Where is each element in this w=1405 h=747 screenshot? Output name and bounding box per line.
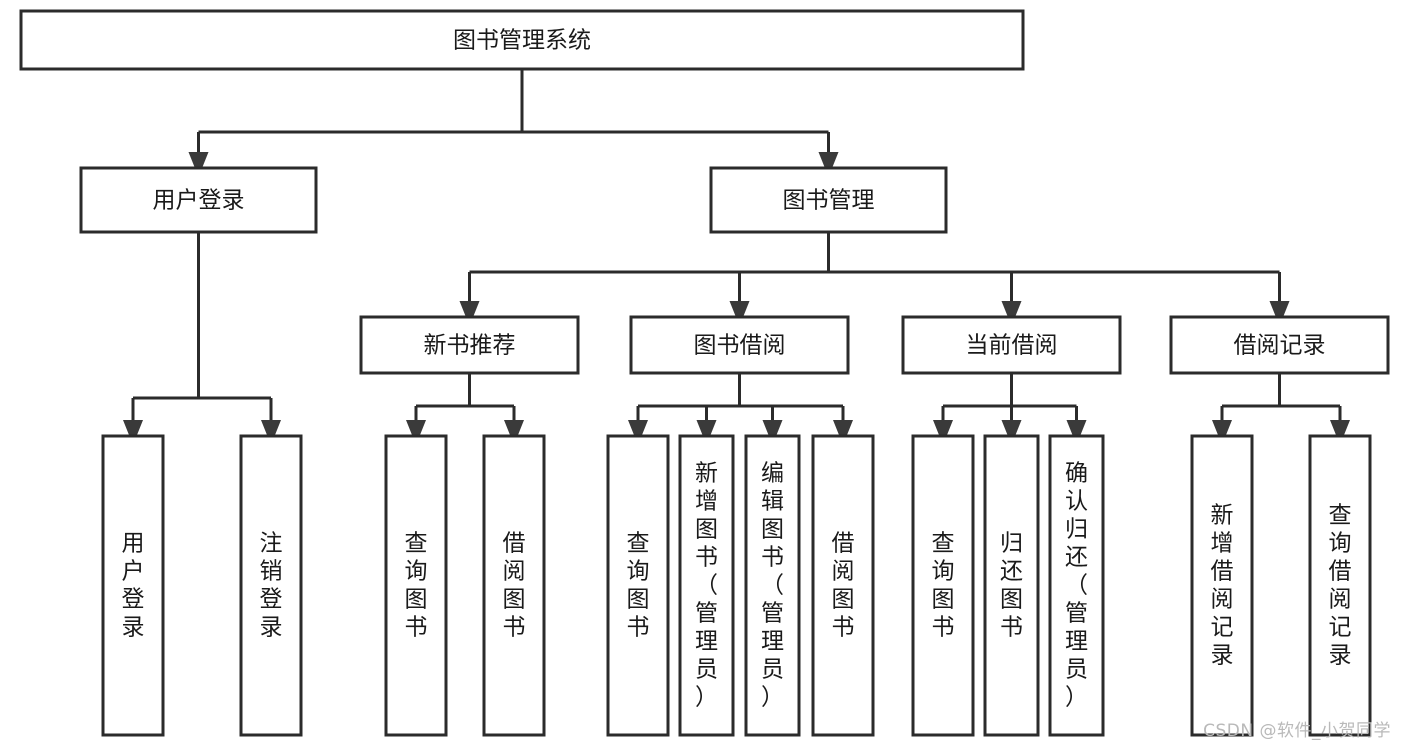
node-box — [359, 315, 580, 375]
node-label: 新书推荐 — [424, 333, 516, 359]
node-box — [901, 315, 1122, 375]
node-leaf-borrow-book-rec[interactable]: 借阅图书 — [482, 434, 546, 737]
node-leaf-query-record[interactable]: 查询借阅记录 — [1308, 434, 1372, 737]
node-label: 借阅图书 — [503, 531, 526, 641]
node-box — [678, 434, 735, 737]
node-leaf-return-book[interactable]: 归还图书 — [983, 434, 1040, 737]
node-leaf-query-book-bor[interactable]: 查询图书 — [606, 434, 670, 737]
node-box — [79, 166, 318, 234]
node-label: 借阅图书 — [832, 531, 855, 641]
node-label: 编辑图书（管理员） — [761, 461, 784, 711]
node-box — [1169, 315, 1390, 375]
node-label: 当前借阅 — [966, 333, 1058, 359]
node-box — [1308, 434, 1372, 737]
node-leaf-add-book[interactable]: 新增图书（管理员） — [678, 434, 735, 737]
node-label: 查询图书 — [405, 531, 428, 641]
node-box — [19, 9, 1025, 71]
node-label: 新增借阅记录 — [1211, 503, 1234, 669]
node-leaf-query-book-cur[interactable]: 查询图书 — [911, 434, 975, 737]
node-new-book-recommend[interactable]: 新书推荐 — [359, 315, 580, 375]
node-box — [709, 166, 948, 234]
node-box — [606, 434, 670, 737]
node-label: 确认归还（管理员） — [1065, 461, 1088, 711]
node-leaf-edit-book[interactable]: 编辑图书（管理员） — [744, 434, 801, 737]
node-user-login[interactable]: 用户登录 — [79, 166, 318, 234]
node-label: 图书管理系统 — [453, 28, 591, 54]
node-box — [1048, 434, 1105, 737]
node-label: 注销登录 — [260, 531, 283, 641]
node-box — [911, 434, 975, 737]
node-leaf-add-record[interactable]: 新增借阅记录 — [1190, 434, 1254, 737]
node-leaf-query-book-rec[interactable]: 查询图书 — [384, 434, 448, 737]
node-box — [101, 434, 165, 737]
node-label: 查询借阅记录 — [1329, 503, 1352, 669]
edges-layer — [123, 69, 1350, 445]
node-box — [482, 434, 546, 737]
node-book-manage[interactable]: 图书管理 — [709, 166, 948, 234]
node-box — [384, 434, 448, 737]
node-leaf-user-login[interactable]: 用户登录 — [101, 434, 165, 737]
node-label: 新增图书（管理员） — [695, 461, 718, 711]
node-leaf-logout[interactable]: 注销登录 — [239, 434, 303, 737]
node-leaf-confirm-return[interactable]: 确认归还（管理员） — [1048, 434, 1105, 737]
node-label: 用户登录 — [122, 531, 145, 641]
node-label: 图书管理 — [783, 188, 875, 214]
node-root-book-management-system[interactable]: 图书管理系统 — [19, 9, 1025, 71]
node-borrow-record[interactable]: 借阅记录 — [1169, 315, 1390, 375]
node-label: 查询图书 — [932, 531, 955, 641]
node-leaf-borrow-book-bor[interactable]: 借阅图书 — [811, 434, 875, 737]
node-box — [811, 434, 875, 737]
node-box — [629, 315, 850, 375]
node-label: 用户登录 — [153, 188, 245, 214]
node-box — [744, 434, 801, 737]
node-box — [983, 434, 1040, 737]
node-label: 查询图书 — [627, 531, 650, 641]
node-label: 借阅记录 — [1234, 333, 1326, 359]
node-box — [1190, 434, 1254, 737]
node-current-borrow[interactable]: 当前借阅 — [901, 315, 1122, 375]
node-book-borrow[interactable]: 图书借阅 — [629, 315, 850, 375]
nodes-layer: 图书管理系统用户登录图书管理新书推荐图书借阅当前借阅借阅记录用户登录注销登录查询… — [19, 9, 1390, 737]
node-label: 归还图书 — [1000, 531, 1023, 641]
node-label: 图书借阅 — [694, 333, 786, 359]
node-box — [239, 434, 303, 737]
